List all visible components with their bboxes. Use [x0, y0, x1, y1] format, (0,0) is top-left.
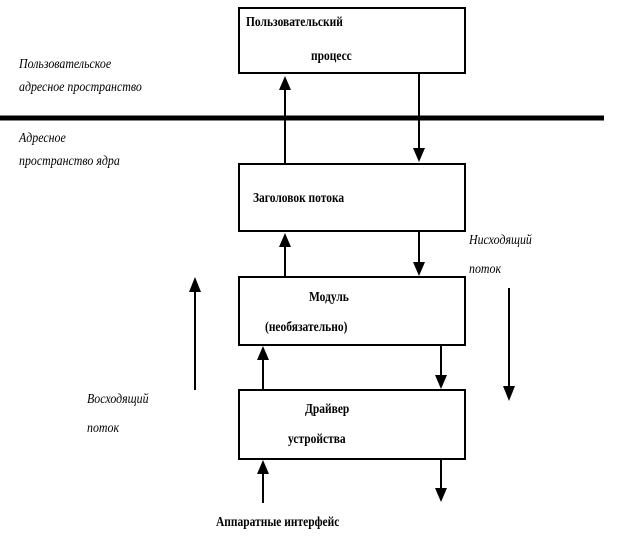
- arrow-module-to-driver: [435, 346, 447, 389]
- arrow-module-to-head: [279, 233, 291, 276]
- device-driver-box: Драйвер устройства: [238, 389, 466, 460]
- module-line2: (необязательно): [265, 320, 348, 335]
- stream-head-box: Заголовок потока: [238, 163, 466, 232]
- user-space-line1: Пользовательское: [19, 57, 112, 72]
- upstream-line2: поток: [87, 421, 120, 436]
- downstream-direction-arrow: [503, 288, 515, 401]
- arrow-driver-to-module: [257, 346, 269, 390]
- user-address-space-label: Пользовательское адресное пространство: [19, 53, 142, 99]
- kernel-address-space-label: Адресное пространство ядра: [19, 127, 120, 173]
- stream-head-label: Заголовок потока: [253, 191, 345, 206]
- arrow-driver-to-hardware: [435, 460, 447, 502]
- driver-line2: устройства: [288, 432, 346, 447]
- user-process-line1: Пользовательский: [246, 15, 343, 30]
- kernel-space-line2: пространство ядра: [19, 154, 120, 169]
- module-line1: Модуль: [309, 290, 349, 305]
- module-box: Модуль (необязательно): [238, 276, 466, 346]
- upstream-label: Восходящий поток: [87, 388, 149, 440]
- arrow-head-to-module: [413, 232, 425, 276]
- downstream-line2: поток: [469, 262, 502, 277]
- arrow-user-to-head: [413, 74, 425, 162]
- downstream-line1: Нисходящий: [469, 233, 532, 248]
- user-process-line2: процесс: [311, 49, 352, 64]
- hardware-interface-label: Аппаратные интерфейс: [216, 515, 340, 530]
- driver-line1: Драйвер: [305, 402, 350, 417]
- user-process-box: Пользовательский процесс: [238, 7, 466, 74]
- user-space-line2: адресное пространство: [19, 80, 142, 95]
- kernel-space-line1: Адресное: [19, 131, 66, 146]
- arrow-head-to-user: [279, 76, 291, 163]
- downstream-label: Нисходящий поток: [469, 229, 532, 281]
- upstream-direction-arrow: [189, 277, 201, 390]
- upstream-line1: Восходящий: [87, 392, 149, 407]
- arrow-hardware-to-driver: [257, 460, 269, 503]
